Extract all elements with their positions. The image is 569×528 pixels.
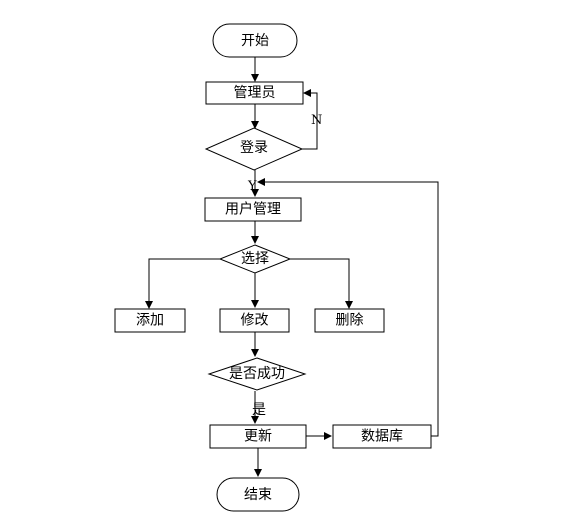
choose-label: 选择: [241, 251, 269, 267]
success-decision: 是否成功: [207, 357, 307, 391]
user-management-label: 用户管理: [225, 201, 281, 218]
success-yes-label: 是: [252, 402, 266, 418]
login-yes-label: Y: [247, 179, 257, 194]
choose-decision: 选择: [218, 244, 292, 274]
modify-label: 修改: [241, 313, 269, 329]
user-management-node: 用户管理: [204, 197, 302, 222]
login-no-label: N: [311, 113, 322, 128]
edge-login-no-loop: [302, 89, 318, 150]
delete-node: 删除: [314, 308, 385, 333]
connectors: [145, 57, 439, 477]
edge-database-loop: [257, 178, 439, 437]
database-node: 数据库: [332, 424, 432, 449]
login-label: 登录: [240, 140, 268, 156]
start-label: 开始: [241, 33, 269, 49]
update-node: 更新: [209, 424, 307, 449]
admin-node: 管理员: [205, 81, 304, 105]
login-decision: 登录: [204, 127, 304, 171]
update-label: 更新: [244, 429, 272, 445]
admin-label: 管理员: [234, 85, 276, 101]
start-node: 开始: [212, 23, 298, 58]
end-label: 结束: [244, 487, 272, 503]
delete-label: 删除: [336, 313, 364, 329]
edge-choose-add: [145, 258, 220, 309]
success-label: 是否成功: [229, 366, 285, 382]
add-node: 添加: [114, 308, 186, 333]
add-label: 添加: [136, 313, 164, 329]
database-label: 数据库: [361, 429, 403, 445]
modify-node: 修改: [219, 308, 290, 333]
edge-choose-delete: [290, 258, 353, 309]
end-node: 结束: [216, 477, 300, 512]
